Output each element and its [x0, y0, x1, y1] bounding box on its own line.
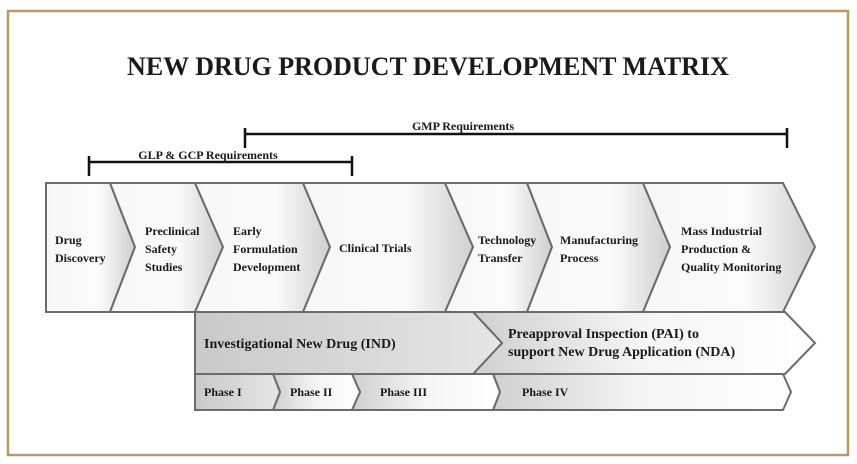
phase-i-arrow: [194, 373, 282, 411]
glp-gcp-bracket: GLP & GCP Requirements: [87, 148, 354, 176]
gmp-bracket: GMP Requirements: [243, 119, 789, 148]
phase-band: Phase I Phase II Phase III Phase IV: [194, 373, 793, 411]
stage-label: Clinical Trials: [339, 241, 412, 255]
gmp-label: GMP Requirements: [412, 119, 514, 133]
ind-label: Investigational New Drug (IND): [204, 337, 396, 352]
pai-nda-arrow: [470, 311, 817, 375]
phase-label: Phase I: [204, 385, 242, 399]
phase-label: Phase III: [380, 385, 427, 399]
phase-label: Phase II: [290, 385, 333, 399]
regulatory-band: Investigational New Drug (IND) Preapprov…: [194, 311, 817, 375]
page-title: NEW DRUG PRODUCT DEVELOPMENT MATRIX: [127, 52, 729, 81]
ind-arrow: [194, 311, 504, 375]
phase-label: Phase IV: [522, 385, 569, 399]
frame-border: [6, 9, 850, 457]
stage-chevrons: [45, 182, 817, 313]
glp-gcp-label: GLP & GCP Requirements: [138, 148, 278, 162]
